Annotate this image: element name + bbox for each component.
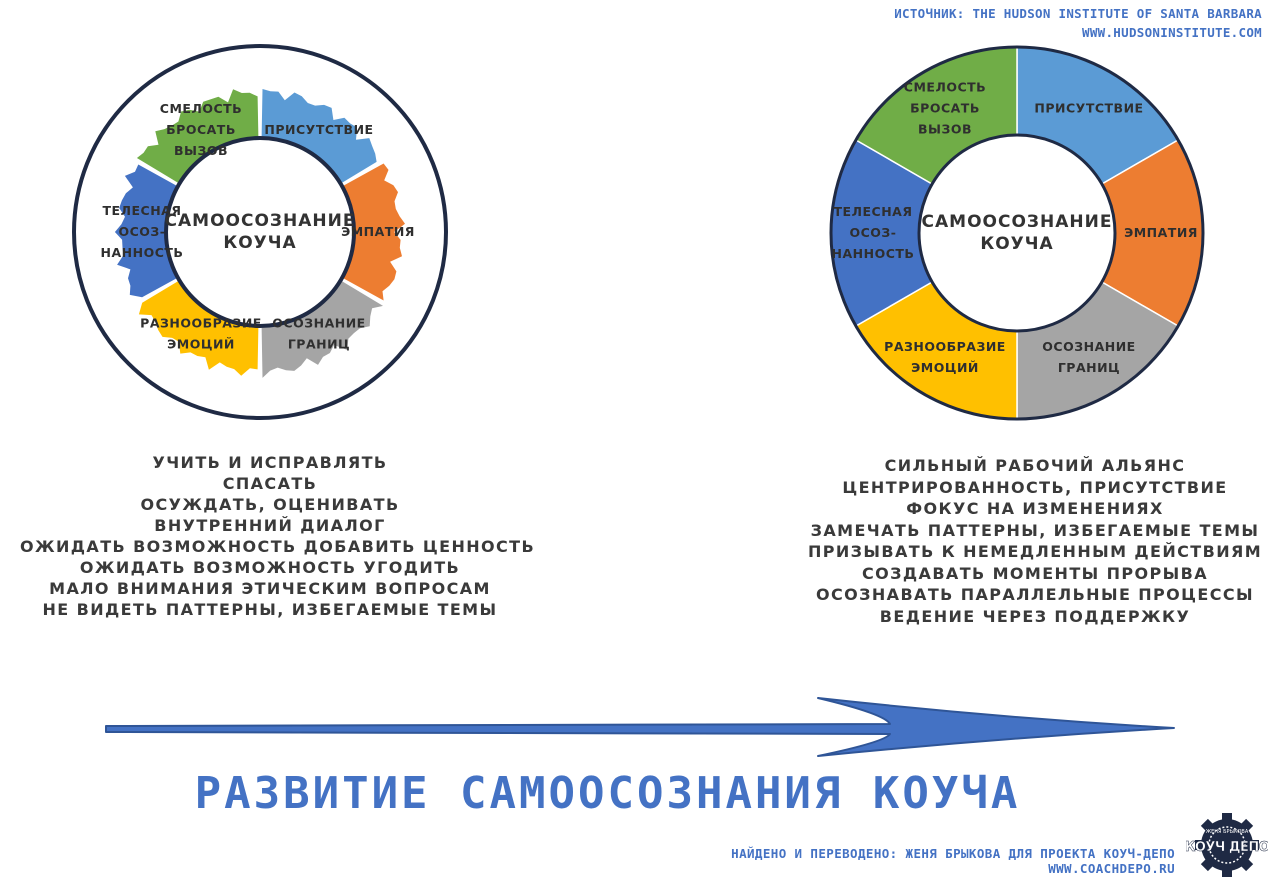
label-line: ОСОЗНАНИЕ [272, 315, 365, 330]
coachdepo-logo: ЖЕНЯ БРЫКОВА КОУЧ ДЕПО [1184, 813, 1271, 881]
label-line: САМООСОЗНАНИЕ [922, 212, 1113, 232]
label-line: ЭМОЦИЙ [911, 360, 979, 375]
list-left-item: ОЖИДАТЬ ВОЗМОЖНОСТЬ УГОДИТЬ [79, 558, 461, 577]
segment-label: ТЕЛЕСНАЯ ОСОЗ- НАННОСТЬ [101, 203, 184, 260]
list-left: УЧИТЬ И ИСПРАВЛЯТЬ СПАСАТЬ ОСУЖДАТЬ, ОЦЕ… [20, 452, 536, 620]
segment-label: ОСОЗНАНИЕ ГРАНИЦ [1042, 339, 1135, 375]
wheel-center-disc [164, 136, 356, 328]
segment-label: ПРИСУТСТВИЕ [264, 121, 373, 136]
source-credit: ИСТОЧНИК: THE HUDSON INSTITUTE OF SANTA … [894, 4, 1262, 42]
list-right-item: СОЗДАВАТЬ МОМЕНТЫ ПРОРЫВА [861, 563, 1209, 583]
segment-смелость-бросать-вызов [136, 89, 259, 184]
wheel-right-diagram: ПРИСУТСТВИЕ ЭМПАТИЯ ОСОЗНАНИЕ ГРАНИЦ РАЗНООБ… [829, 45, 1205, 421]
label-line: КОУЧА [223, 233, 296, 253]
label-line: ЭМПАТИЯ [1124, 225, 1198, 240]
label-line: БРОСАТЬ [910, 100, 980, 115]
label-line: ОСОЗНАНИЕ [1042, 339, 1135, 354]
wheel-left: ПРИСУТСТВИЕ ЭМПАТИЯ ОСОЗНАНИЕ ГРАНИЦ РАЗНООБ… [68, 44, 452, 424]
wheel-outline [829, 45, 1205, 421]
label-line: БРОСАТЬ [166, 121, 236, 136]
label-line: ПРИСУТСТВИЕ [264, 121, 373, 136]
list-right-item: ЗАМЕЧАТЬ ПАТТЕРНЫ, ИЗБЕГАЕМЫЕ ТЕМЫ [810, 520, 1260, 540]
segment-label: РАЗНООБРАЗИЕ ЭМОЦИЙ [140, 315, 262, 351]
segment-разнообразие-эмоций [138, 280, 259, 376]
logo-subtitle: ЖЕНЯ БРЫКОВА [1206, 829, 1249, 835]
segment-label: РАЗНООБРАЗИЕ ЭМОЦИЙ [884, 339, 1006, 375]
source-credit-line: ИСТОЧНИК: THE HUDSON INSTITUTE OF SANTA … [894, 6, 1262, 21]
segment-телесная-осоз-нанность [114, 164, 178, 298]
list-right-item: ВЕДЕНИЕ ЧЕРЕЗ ПОДДЕРЖКУ [879, 606, 1191, 626]
translation-credit-line: НАЙДЕНО И ПЕРЕВОДЕНО: ЖЕНЯ БРЫКОВА ДЛЯ П… [731, 846, 1175, 861]
label-line: РАЗНООБРАЗИЕ [884, 339, 1006, 354]
label-line: ОСОЗ- [119, 224, 166, 239]
label-line: НАННОСТЬ [832, 246, 915, 261]
segment-label: ПРИСУТСТВИЕ [1034, 100, 1143, 115]
list-right-item: ЦЕНТРИРОВАННОСТЬ, ПРИСУТСТВИЕ [842, 477, 1228, 497]
label-line: ТЕЛЕСНАЯ [103, 203, 182, 218]
label-line: СМЕЛОСТЬ [160, 100, 242, 115]
label-line: ГРАНИЦ [1058, 360, 1120, 375]
label-line: ПРИСУТСТВИЕ [1034, 100, 1143, 115]
list-right-item: ФОКУС НА ИЗМЕНЕНИЯХ [906, 499, 1164, 518]
label-line: КОУЧА [980, 234, 1053, 254]
segment-label: СМЕЛОСТЬ БРОСАТЬ ВЫЗОВ [904, 79, 986, 136]
gear-logo-icon: ЖЕНЯ БРЫКОВА КОУЧ ДЕПО [1184, 813, 1271, 877]
progress-arrow [100, 690, 1180, 764]
list-left-item: УЧИТЬ И ИСПРАВЛЯТЬ [152, 453, 388, 472]
segment-осознание-границ [261, 280, 383, 378]
wheel-left-diagram: ПРИСУТСТВИЕ ЭМПАТИЯ ОСОЗНАНИЕ ГРАНИЦ РАЗНООБ… [72, 44, 448, 420]
list-right-item: ОСОЗНАВАТЬ ПАРАЛЛЕЛЬНЫЕ ПРОЦЕССЫ [815, 585, 1255, 604]
logo-text: КОУЧ ДЕПО [1186, 840, 1268, 855]
wheel-center-disc [917, 133, 1117, 333]
segment-label: ТЕЛЕСНАЯ ОСОЗ- НАННОСТЬ [832, 204, 915, 261]
label-line: СМЕЛОСТЬ [904, 79, 986, 94]
wheel-right: ПРИСУТСТВИЕ ЭМПАТИЯ ОСОЗНАНИЕ ГРАНИЦ РАЗНООБ… [825, 43, 1209, 427]
segment-label: ЭМПАТИЯ [341, 224, 415, 239]
list-left-item: МАЛО ВНИМАНИЯ ЭТИЧЕСКИМ ВОПРОСАМ [49, 579, 491, 598]
segment-label: ОСОЗНАНИЕ ГРАНИЦ [272, 315, 365, 351]
list-right-item: СИЛЬНЫЙ РАБОЧИЙ АЛЬЯНС [884, 456, 1186, 475]
coachdepo-url: WWW.COACHDEPO.RU [1048, 861, 1175, 876]
list-right-item: ПРИЗЫВАТЬ К НЕМЕДЛЕННЫМ ДЕЙСТВИЯМ [807, 542, 1263, 561]
label-line: ОСОЗ- [850, 225, 897, 240]
label-line: ЭМОЦИЙ [167, 336, 235, 351]
segment-label: СМЕЛОСТЬ БРОСАТЬ ВЫЗОВ [160, 100, 242, 157]
label-line: ЭМПАТИЯ [341, 224, 415, 239]
segment-label: ЭМПАТИЯ [1124, 225, 1198, 240]
segment-эмпатия [342, 163, 405, 301]
arrow-right-icon [105, 697, 1175, 757]
label-line: РАЗНООБРАЗИЕ [140, 315, 262, 330]
list-left-item: НЕ ВИДЕТЬ ПАТТЕРНЫ, ИЗБЕГАЕМЫЕ ТЕМЫ [42, 600, 498, 619]
list-left-item: СПАСАТЬ [222, 474, 318, 493]
source-url: WWW.HUDSONINSTITUTE.COM [1082, 25, 1262, 40]
page-title: РАЗВИТИЕ САМООСОЗНАНИЯ КОУЧА [194, 768, 1021, 819]
segment-присутствие [261, 89, 377, 184]
list-left-item: ОСУЖДАТЬ, ОЦЕНИВАТЬ [140, 495, 400, 514]
list-left-item: ОЖИДАТЬ ВОЗМОЖНОСТЬ ДОБАВИТЬ ЦЕННОСТЬ [20, 537, 536, 556]
label-line: ВЫЗОВ [918, 121, 972, 136]
list-left-item: ВНУТРЕННИЙ ДИАЛОГ [154, 516, 386, 535]
label-line: ВЫЗОВ [174, 142, 228, 157]
list-right: СИЛЬНЫЙ РАБОЧИЙ АЛЬЯНС ЦЕНТРИРОВАННОСТЬ,… [790, 455, 1280, 627]
label-line: ГРАНИЦ [288, 336, 350, 351]
translation-credit: НАЙДЕНО И ПЕРЕВОДЕНО: ЖЕНЯ БРЫКОВА ДЛЯ П… [731, 846, 1175, 876]
label-line: САМООСОЗНАНИЕ [165, 211, 356, 231]
label-line: ТЕЛЕСНАЯ [834, 204, 913, 219]
label-line: НАННОСТЬ [101, 245, 184, 260]
